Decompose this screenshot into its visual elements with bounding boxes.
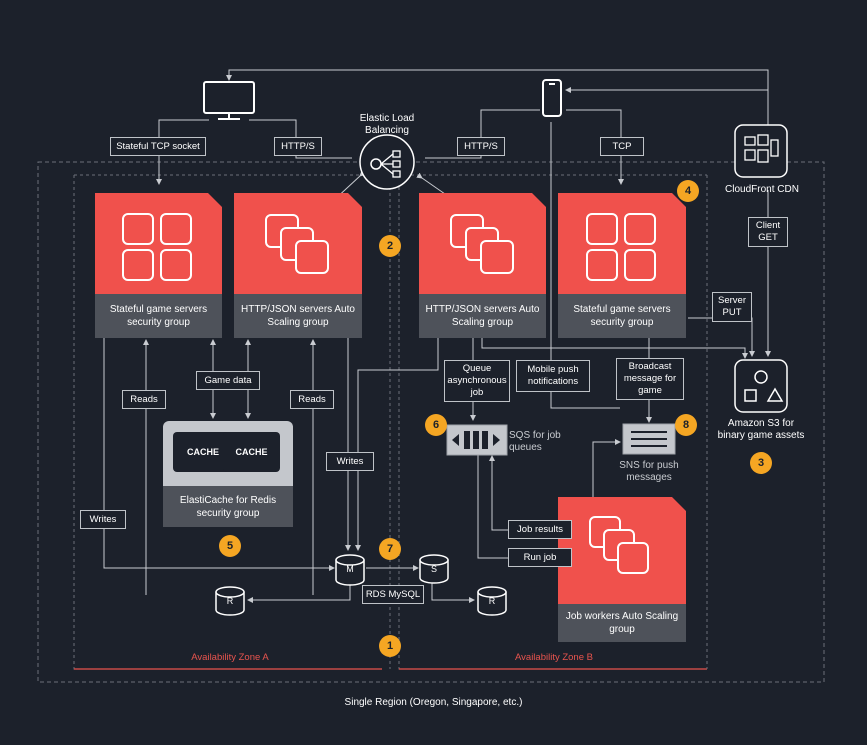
- db-master-letter: M: [346, 564, 354, 574]
- http-server-icon: [450, 214, 514, 274]
- stateful-a-block: [95, 193, 222, 294]
- database-icon: [215, 586, 245, 616]
- badge-2: 2: [379, 235, 401, 257]
- game-server-icon: [586, 213, 656, 281]
- cache-node-2: CACHE: [223, 432, 280, 472]
- badge-3: 3: [750, 452, 772, 474]
- game-server-icon: [122, 213, 192, 281]
- database-icon: [335, 554, 365, 586]
- cloudfront-label: CloudFront CDN: [725, 184, 799, 195]
- cloudfront-icon: [734, 124, 788, 178]
- http-b-group-label: HTTP/JSON servers Auto Scaling group: [419, 294, 546, 338]
- database-icon: [477, 586, 507, 616]
- region-label: Single Region (Oregon, Singapore, etc.): [344, 697, 523, 708]
- reads-right-label: Reads: [290, 390, 334, 409]
- http-server-icon: [265, 214, 329, 274]
- reads-left-label: Reads: [122, 390, 166, 409]
- server-put-label: Server PUT: [712, 292, 752, 322]
- badge-7: 7: [379, 538, 401, 560]
- db-replica-b-letter: R: [488, 596, 496, 606]
- load-balancer-icon: [359, 134, 415, 190]
- stateful-b-block: [558, 193, 686, 294]
- job-workers-group-label: Job workers Auto Scaling group: [558, 604, 686, 642]
- broadcast-label: Broadcast message for game: [616, 358, 684, 400]
- sqs-queue-icon: [446, 424, 508, 456]
- db-standby-letter: S: [430, 564, 437, 574]
- http-a-group-label: HTTP/JSON servers Auto Scaling group: [234, 294, 362, 338]
- zone-b-label: Availability Zone B: [515, 652, 593, 663]
- s3-icon: [734, 359, 788, 413]
- rds-mysql-label: RDS MySQL: [362, 585, 424, 604]
- stateful-tcp-label: Stateful TCP socket: [110, 137, 206, 156]
- queue-async-label: Queue asynchronous job: [444, 360, 510, 402]
- job-results-label: Job results: [508, 520, 572, 539]
- writes-left-label: Writes: [80, 510, 126, 529]
- sns-icon: [622, 423, 676, 455]
- region-border: [37, 161, 825, 683]
- badge-4: 4: [677, 180, 699, 202]
- elasticache-group-label: ElastiCache for Redis security group: [163, 486, 293, 527]
- s3-label: Amazon S3 for binary game assets: [717, 418, 805, 441]
- sns-label: SNS for push messages: [619, 460, 679, 483]
- database-icon: [419, 554, 449, 584]
- elb-label: Elastic Load Balancing: [359, 113, 415, 136]
- run-job-label: Run job: [508, 548, 572, 567]
- writes-mid-label: Writes: [326, 452, 374, 471]
- client-get-label: Client GET: [748, 217, 788, 247]
- stateful-b-group-label: Stateful game servers security group: [558, 294, 686, 338]
- stateful-a-group-label: Stateful game servers security group: [95, 294, 222, 338]
- sqs-label: SQS for job queues: [509, 430, 561, 453]
- badge-1: 1: [379, 635, 401, 657]
- badge-6: 6: [425, 414, 447, 436]
- http-server-icon: [589, 516, 649, 574]
- mobile-push-label: Mobile push notifications: [516, 360, 590, 392]
- https-right-label: HTTP/S: [457, 137, 505, 156]
- mobile-phone-icon: [542, 79, 562, 117]
- game-data-label: Game data: [196, 371, 260, 390]
- tcp-label: TCP: [600, 137, 644, 156]
- badge-8: 8: [675, 414, 697, 436]
- db-replica-a-letter: R: [226, 596, 234, 606]
- https-left-label: HTTP/S: [274, 137, 322, 156]
- desktop-monitor-icon: [203, 81, 255, 120]
- zone-a-label: Availability Zone A: [191, 652, 269, 663]
- badge-5: 5: [219, 535, 241, 557]
